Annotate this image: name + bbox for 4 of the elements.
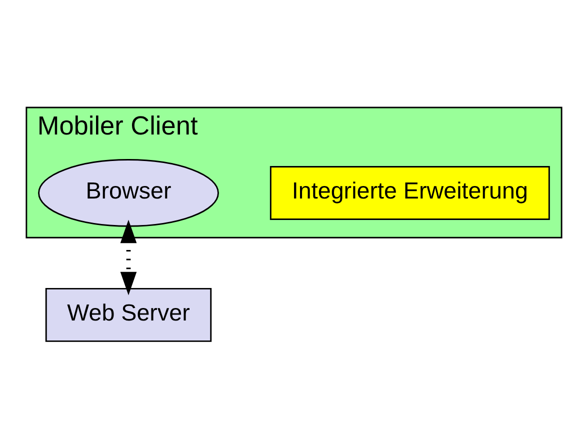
arrow xyxy=(120,220,137,296)
node-box: Integrierte Erweiterung xyxy=(270,166,550,220)
node-box: Web Server xyxy=(45,288,212,342)
node-ellipse: Browser xyxy=(38,159,219,227)
